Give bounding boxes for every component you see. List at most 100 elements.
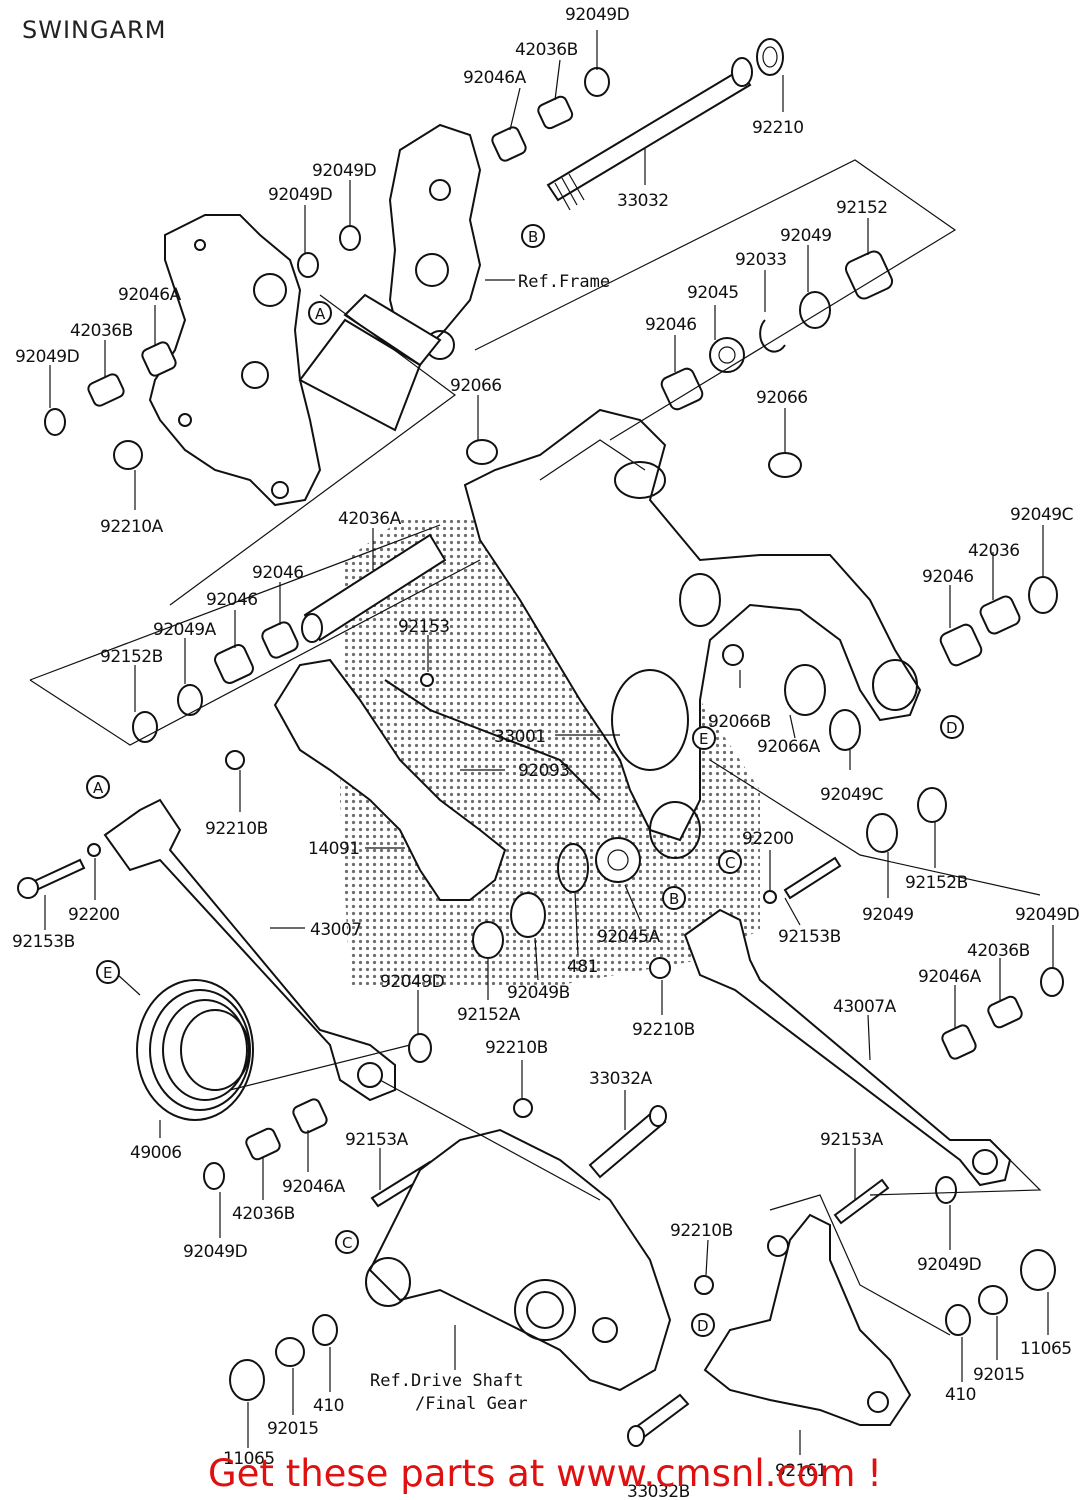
nut-92210: [756, 38, 784, 76]
label-92152b-left: 92152B: [100, 647, 163, 667]
boundary-lines: [29, 159, 1042, 1336]
label-92049d-top: 92049D: [565, 5, 630, 25]
label-43007: 43007: [310, 920, 362, 940]
svg-text:C: C: [725, 854, 735, 872]
bearing-92045a-inner: [607, 849, 629, 871]
label-49006: 49006: [130, 1143, 182, 1163]
label-92049d-lower-left: 92049D: [183, 1242, 248, 1262]
label-481: 481: [567, 957, 598, 977]
bearing-92046-b: [214, 644, 254, 684]
seal-92049d-lower-left: [203, 1162, 225, 1190]
label-33032b: 33032B: [627, 1482, 690, 1500]
ref-drive-shaft-label: Ref.Drive Shaft: [370, 1371, 524, 1391]
label-92066b: 92066B: [708, 712, 771, 732]
torque-rod-43007: [103, 798, 396, 1102]
shaft-33032a: [588, 1105, 667, 1179]
label-92152: 92152: [836, 198, 888, 218]
nut-92210b-center: [649, 957, 671, 979]
label-92210a: 92210A: [100, 517, 164, 537]
label-92049c-lower: 92049C: [820, 785, 883, 805]
label-92049d-center: 92049D: [380, 972, 445, 992]
label-92210b-link: 92210B: [670, 1221, 733, 1241]
nut-92210b-lower: [513, 1098, 533, 1118]
bearing-92045a: [595, 837, 641, 883]
tube-42036a: [301, 533, 447, 643]
callout-d-mid: D: [940, 715, 964, 739]
label-92153b-left: 92153B: [12, 932, 75, 952]
label-92049c-top: 92049C: [1010, 505, 1073, 525]
svg-text:E: E: [103, 964, 112, 982]
pivot-shaft-33032: [546, 57, 753, 211]
label-14091: 14091: [308, 839, 360, 859]
label-92049d-far-left: 92049D: [15, 347, 80, 367]
label-92049d-link: 92049D: [917, 1255, 982, 1275]
svg-text:A: A: [315, 305, 326, 323]
nut-92015-right: [978, 1285, 1008, 1315]
seal-92049a: [177, 684, 203, 716]
washer-92200-right: [763, 890, 777, 904]
label-92046a-left: 92046A: [118, 285, 182, 305]
label-11065-left: 11065: [223, 1449, 275, 1469]
link-92161: [703, 1213, 912, 1426]
washer-410-left: [312, 1314, 338, 1346]
bolt-92153b-left: [17, 858, 86, 899]
callout-e-mid: E: [692, 726, 716, 750]
label-92066-right: 92066: [756, 388, 808, 408]
label-92015-left: 92015: [267, 1419, 319, 1439]
label-92046-c: 92046: [922, 567, 974, 587]
collar-42036b-lower: [245, 1127, 281, 1161]
bolt-92153a-right: [833, 1178, 890, 1225]
label-33032a: 33032A: [589, 1069, 653, 1089]
boot-49006: [136, 979, 254, 1121]
circlip-481: [557, 843, 589, 893]
bearing-92046a-top: [491, 126, 527, 162]
label-92210: 92210: [752, 118, 804, 138]
collar-42036b-left: [87, 373, 125, 407]
label-33032: 33032: [617, 191, 669, 211]
callout-a-top: A: [308, 301, 332, 325]
label-92046a-right: 92046A: [918, 967, 982, 987]
label-42036b-left: 42036B: [70, 321, 133, 341]
svg-text:E: E: [699, 730, 708, 748]
svg-text:B: B: [669, 890, 679, 908]
nut-92210b-upper: [225, 750, 245, 770]
final-gear-housing: [365, 1128, 672, 1392]
collar-42036b-right: [987, 995, 1023, 1029]
label-92033: 92033: [735, 250, 787, 270]
collar-42036b-top: [537, 95, 574, 130]
label-92210b-center: 92210B: [632, 1020, 695, 1040]
svg-text:C: C: [342, 1234, 352, 1252]
bushing-92152b-right: [917, 787, 947, 823]
callout-a-left: A: [86, 775, 110, 799]
shaft-33032b: [627, 1393, 690, 1447]
svg-text:D: D: [946, 719, 958, 737]
label-92046: 92046: [645, 315, 697, 335]
seal-92049d-right-top: [1040, 967, 1064, 997]
ref-final-gear-label: /Final Gear: [415, 1394, 528, 1414]
cap-92066a: [784, 664, 826, 716]
callout-c-lower: C: [335, 1230, 359, 1254]
swingarm-33001: [463, 408, 922, 859]
label-42036b-lower: 42036B: [232, 1204, 295, 1224]
label-92200-right: 92200: [742, 829, 794, 849]
svg-text:A: A: [93, 779, 104, 797]
label-92152b-right: 92152B: [905, 873, 968, 893]
label-92153: 92153: [398, 617, 450, 637]
svg-text:D: D: [697, 1317, 709, 1335]
nut-11065-right: [1020, 1249, 1056, 1291]
bearing-92046a-left: [141, 341, 177, 377]
frame-bracket-left: [148, 214, 322, 507]
label-92200-left: 92200: [68, 905, 120, 925]
label-92093: 92093: [518, 761, 570, 781]
bearing-92046a-right: [941, 1024, 977, 1060]
ref-frame-label: Ref.Frame: [518, 272, 610, 292]
seal-92049d-link: [935, 1176, 957, 1204]
part-labels: 92049D 42036B 92046A 92210 33032 92049D …: [12, 5, 1080, 1500]
promo-banner[interactable]: Get these parts at www.cmsnl.com !: [207, 1452, 882, 1495]
bolt-92153: [420, 673, 434, 687]
label-42036b-right: 42036B: [967, 941, 1030, 961]
callout-b-mid: B: [662, 886, 686, 910]
label-92045a: 92045A: [597, 927, 661, 947]
seal-92049c-top: [1028, 576, 1058, 614]
